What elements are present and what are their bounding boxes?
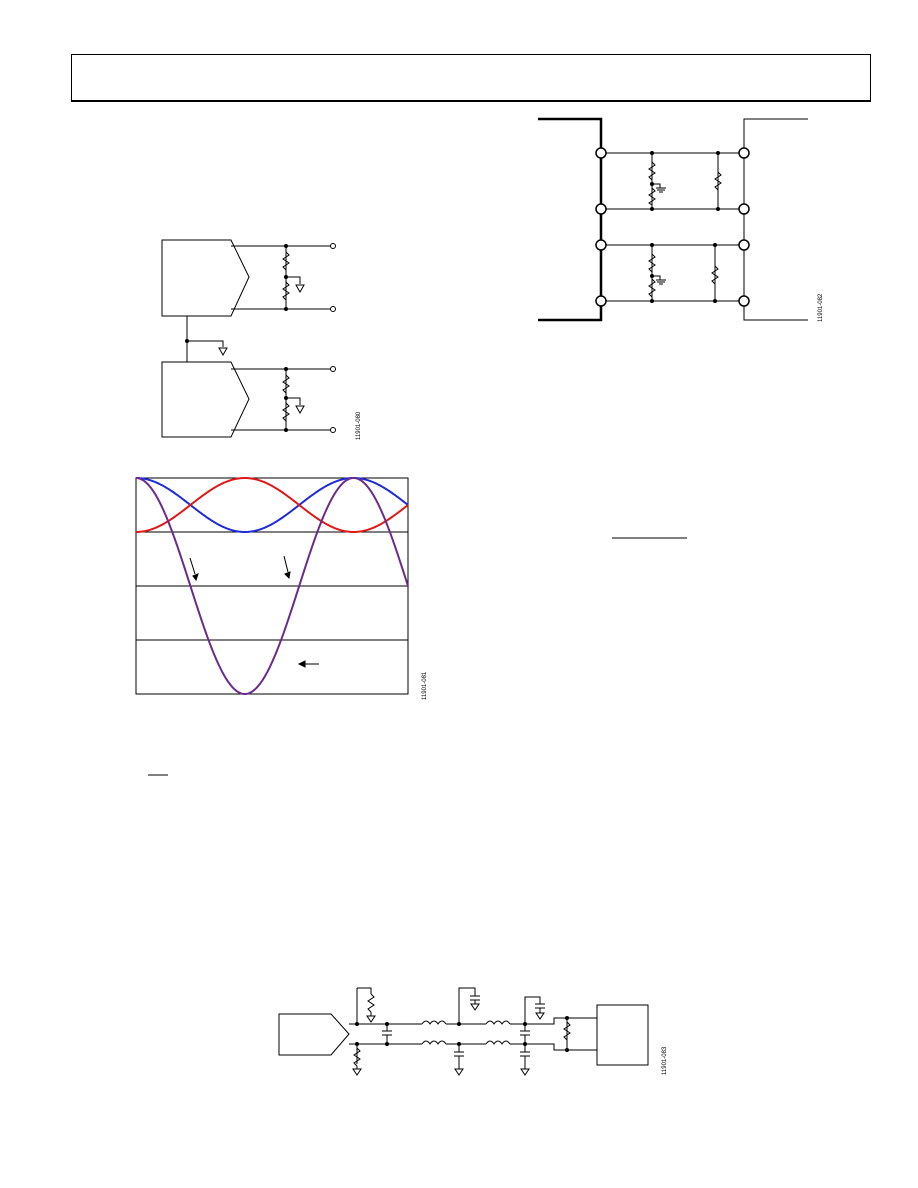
lower-amplifier-symbol (161, 361, 250, 438)
figure-id-filter: 11901-083 (662, 1046, 668, 1075)
series-line-3 (135, 476, 409, 696)
page-header-box (71, 54, 871, 102)
annotation-arrow-blue (283, 555, 289, 573)
series-line-1 (135, 476, 409, 534)
upper-amplifier-symbol (161, 239, 250, 317)
series-line-2 (135, 476, 409, 534)
adc-input-block (596, 1004, 649, 1066)
annotation-arrow-red (189, 557, 196, 575)
driver-amplifier-symbol (278, 1013, 350, 1056)
